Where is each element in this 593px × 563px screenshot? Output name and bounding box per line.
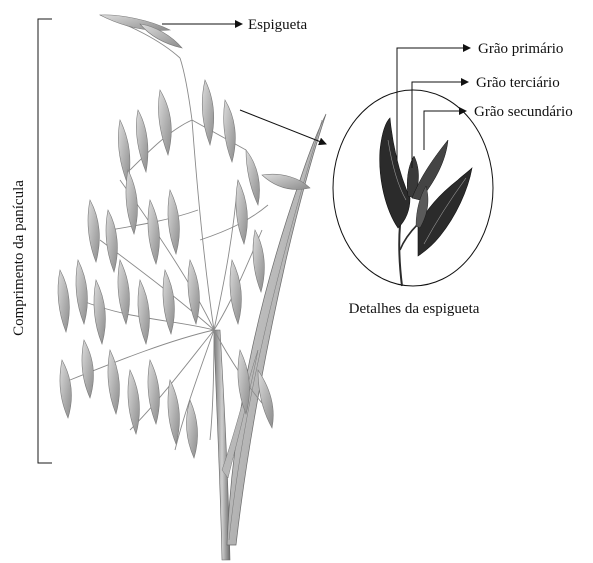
- tertiary-grain-label: Grão terciário: [476, 75, 560, 91]
- spikelet-detail-circle: [333, 90, 493, 286]
- spikelet-details-label: Detalhes da espigueta: [349, 301, 480, 317]
- oat-plant-illustration: [58, 15, 326, 560]
- secondary-grain-label: Grão secundário: [474, 104, 573, 120]
- spikelet-label: Espigueta: [248, 17, 307, 33]
- primary-grain-label: Grão primário: [478, 41, 563, 57]
- spikelet-detail-pointer: [240, 110, 326, 144]
- panicle-spikelets: [58, 15, 310, 458]
- plant-stem: [214, 330, 230, 560]
- panicle-length-label: Comprimento da panícula: [11, 180, 27, 336]
- panicle-length-bracket: [38, 19, 52, 463]
